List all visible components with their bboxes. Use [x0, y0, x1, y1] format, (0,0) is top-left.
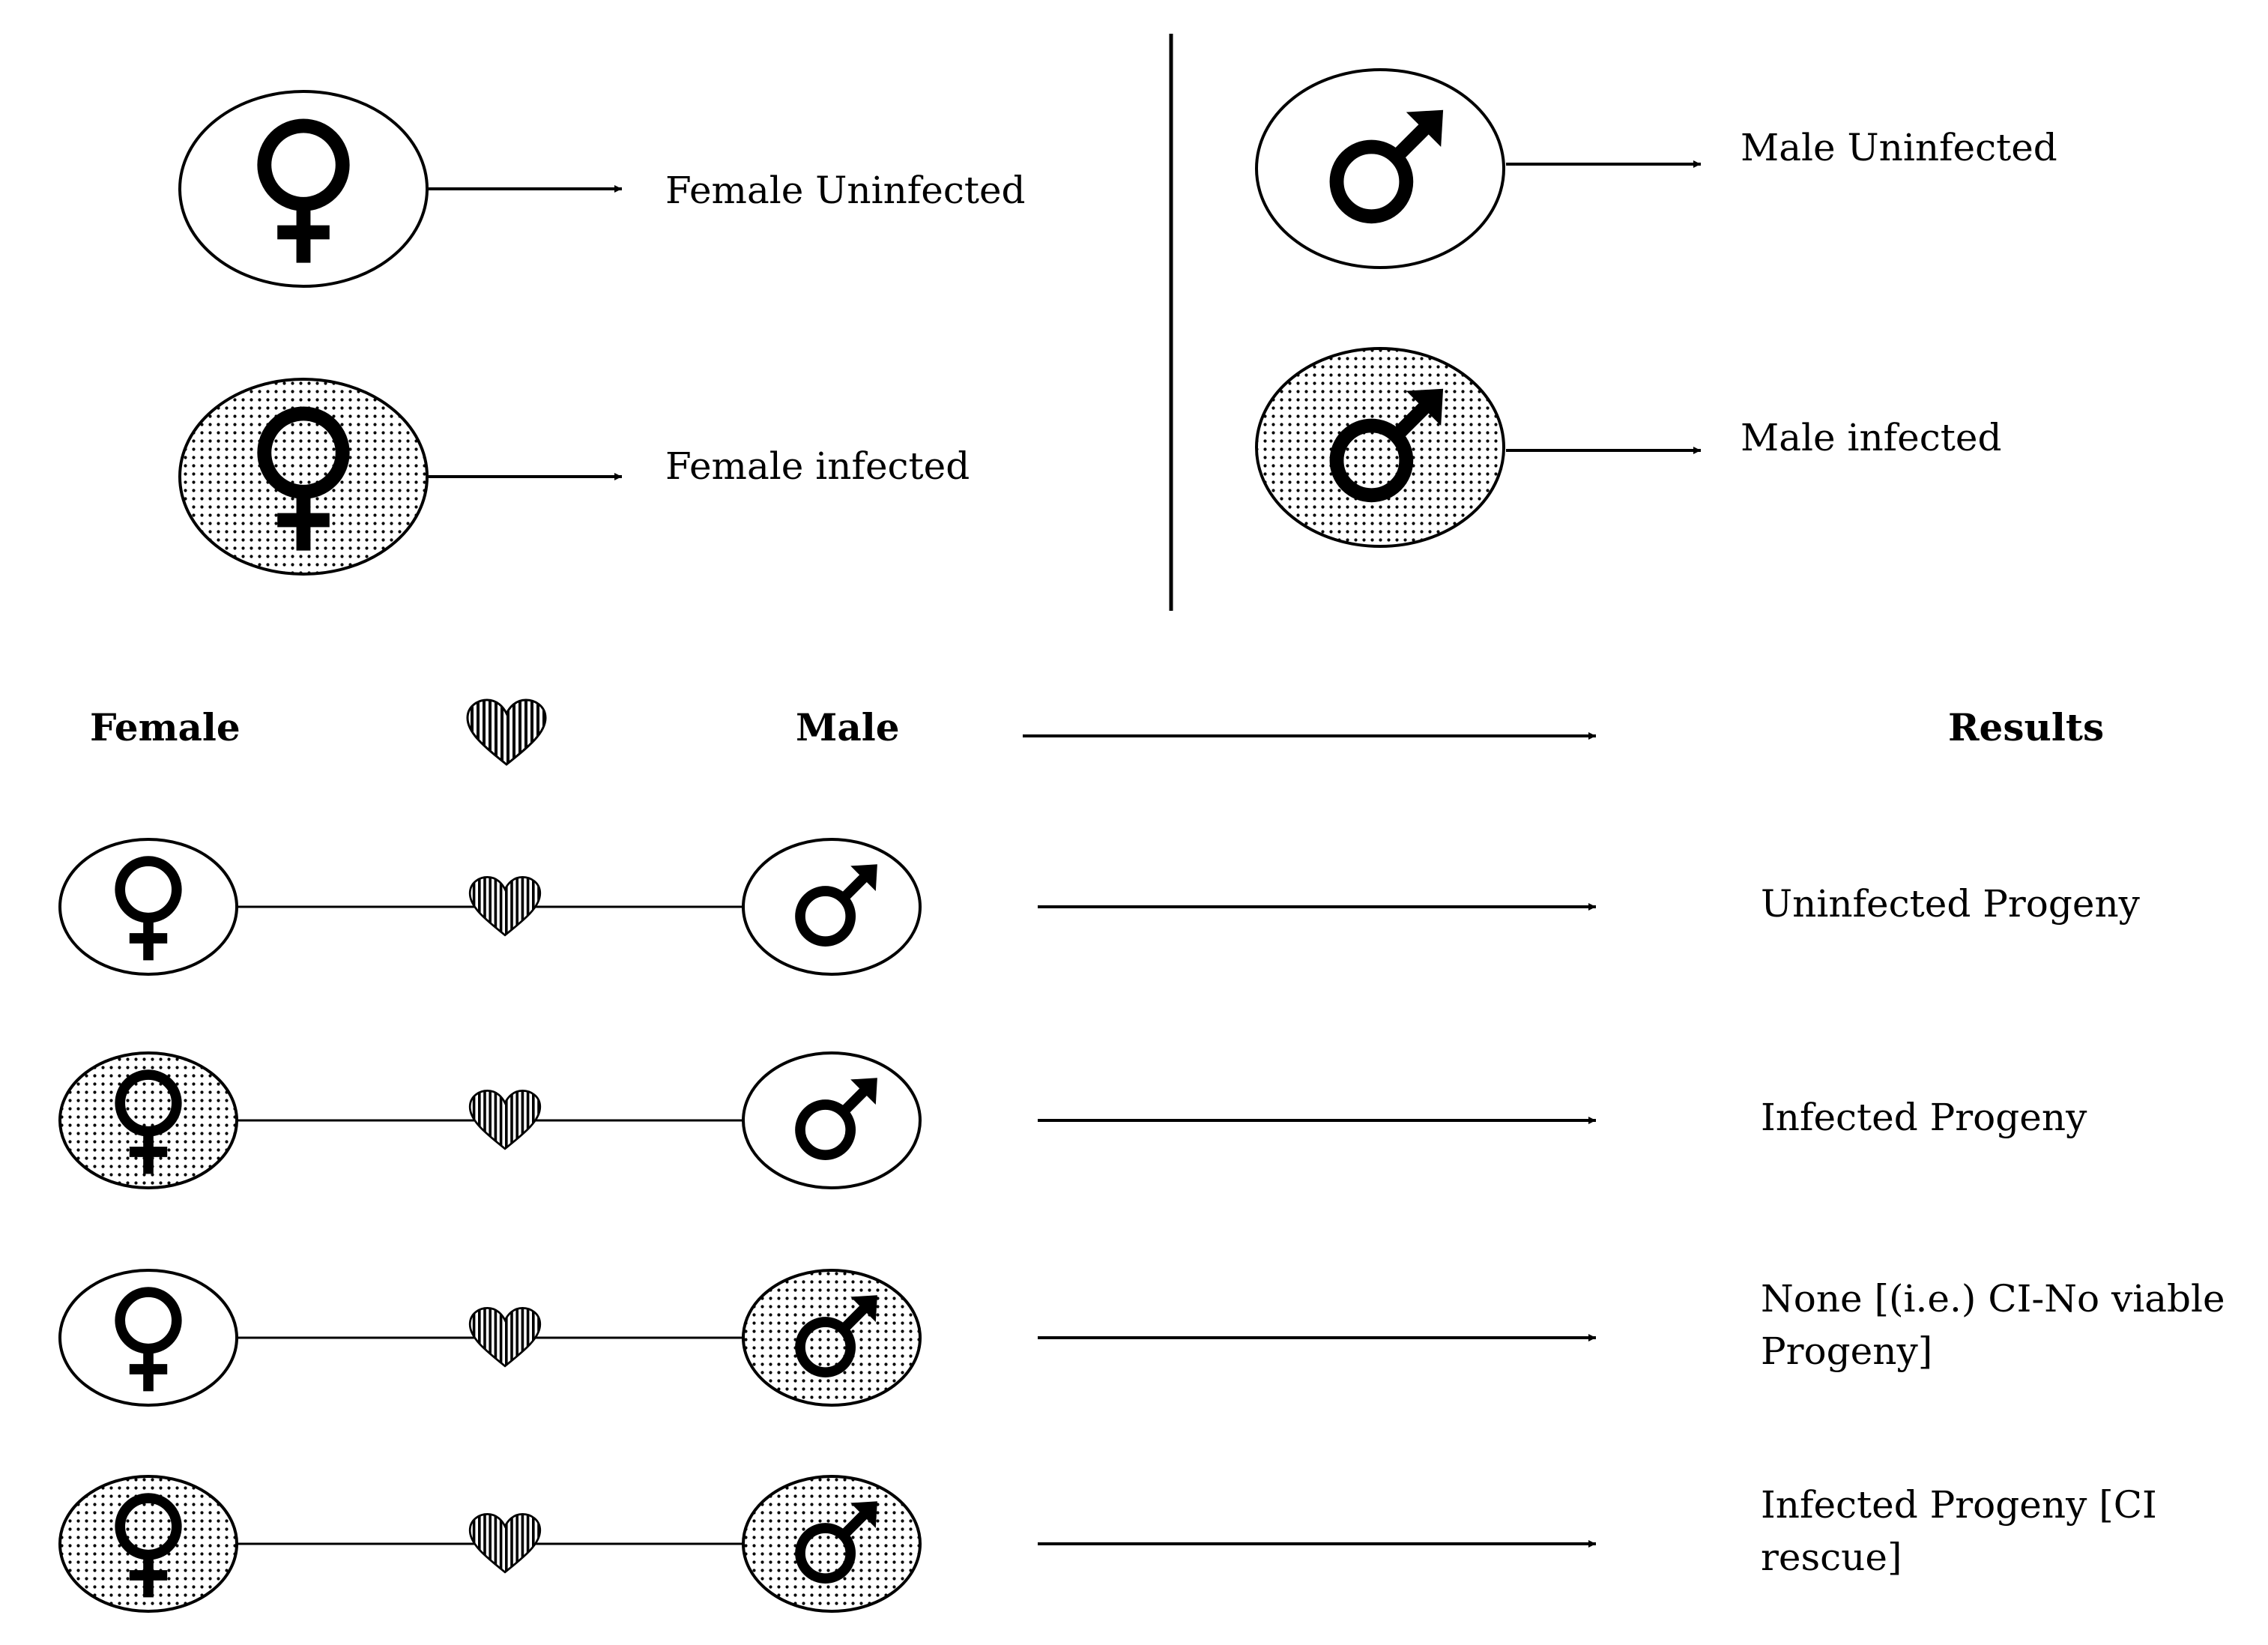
- female-infected-circle: [58, 1051, 238, 1189]
- result-label: Uninfected Progeny: [1761, 882, 2141, 926]
- header-female: Female: [90, 705, 241, 749]
- result-line: None [(i.e.) CI-No viable: [1761, 1277, 2225, 1320]
- male-symbol-icon: [1329, 388, 1444, 503]
- result-line: Infected Progeny: [1761, 1096, 2087, 1139]
- result-line: Uninfected Progeny: [1761, 882, 2141, 926]
- heart-icon: [468, 1307, 542, 1368]
- male-symbol-icon: [1329, 109, 1444, 224]
- result-label: Infected Progeny [CI rescue]: [1761, 1483, 2157, 1579]
- cross-row: Infected Progeny [CI rescue]: [58, 1475, 2157, 1613]
- male-uninfected-circle: [1255, 68, 1505, 269]
- cross-header: Female Male Results: [90, 698, 2104, 766]
- female-uninfected-circle: [178, 90, 429, 288]
- legend: Female Uninfected Female infected Male U…: [178, 34, 2057, 611]
- male-symbol-icon: [795, 1078, 877, 1161]
- male-symbol-icon: [795, 864, 877, 947]
- header-male: Male: [796, 705, 900, 749]
- heart-icon: [468, 1090, 542, 1150]
- legend-male-uninfected: Male Uninfected: [1255, 68, 2057, 269]
- female-symbol-icon: [115, 1287, 182, 1392]
- cross-row: Infected Progeny: [58, 1051, 2087, 1189]
- female-symbol-icon: [257, 118, 350, 263]
- male-symbol-icon: [795, 1295, 877, 1378]
- female-infected-circle: [58, 1475, 238, 1613]
- female-uninfected-circle: [58, 1269, 238, 1407]
- legend-male-infected: Male infected: [1255, 347, 2001, 548]
- male-infected-circle: [742, 1475, 922, 1613]
- result-line: rescue]: [1761, 1536, 1902, 1579]
- legend-female-infected: Female infected: [178, 378, 970, 576]
- result-line: Progeny]: [1761, 1329, 1932, 1373]
- female-symbol-icon: [257, 406, 350, 551]
- result-label: Infected Progeny: [1761, 1096, 2087, 1139]
- female-uninfected-circle: [58, 838, 238, 976]
- heart-icon: [468, 1513, 542, 1574]
- header-results: Results: [1948, 705, 2104, 749]
- female-symbol-icon: [115, 1069, 182, 1174]
- female-symbol-icon: [115, 1493, 182, 1598]
- legend-label-female-uninfected: Female Uninfected: [665, 169, 1026, 212]
- male-uninfected-circle: [742, 1051, 922, 1189]
- heart-icon: [466, 698, 547, 766]
- female-infected-circle: [178, 378, 429, 576]
- legend-label-male-infected: Male infected: [1741, 416, 2001, 459]
- male-uninfected-circle: [742, 838, 922, 976]
- heart-icon: [468, 876, 542, 937]
- legend-female-uninfected: Female Uninfected: [178, 90, 1026, 288]
- female-symbol-icon: [115, 856, 182, 961]
- cross-row: Uninfected Progeny: [58, 838, 2141, 976]
- male-infected-circle: [742, 1269, 922, 1407]
- male-symbol-icon: [795, 1501, 877, 1584]
- male-infected-circle: [1255, 347, 1505, 548]
- legend-label-female-infected: Female infected: [665, 444, 970, 488]
- legend-label-male-uninfected: Male Uninfected: [1741, 126, 2057, 169]
- result-line: Infected Progeny [CI: [1761, 1483, 2157, 1527]
